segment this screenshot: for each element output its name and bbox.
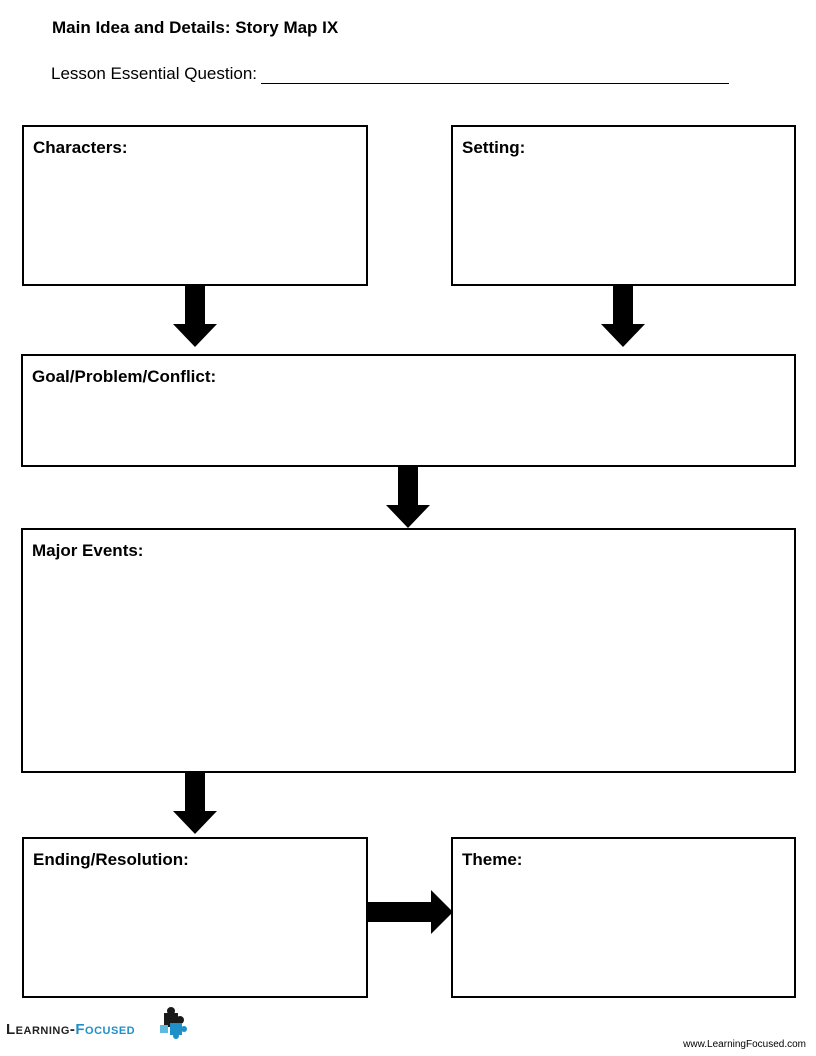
setting-label: Setting: <box>462 138 526 157</box>
down-arrow-icon <box>173 773 217 834</box>
logo-wordmark: Learning-Focused <box>6 1021 135 1038</box>
down-arrow-icon <box>601 286 645 347</box>
theme-box[interactable]: Theme: <box>451 837 796 998</box>
ending-resolution-label: Ending/Resolution: <box>33 850 189 869</box>
essential-question: Lesson Essential Question: <box>51 64 730 84</box>
puzzle-piece-icon <box>160 1007 187 1039</box>
major-events-box[interactable]: Major Events: <box>21 528 796 773</box>
logo-word-focused: Focused <box>75 1021 136 1038</box>
characters-box[interactable]: Characters: <box>22 125 368 286</box>
down-arrow-icon <box>173 286 217 347</box>
ending-resolution-box[interactable]: Ending/Resolution: <box>22 837 368 998</box>
right-arrow-icon <box>367 890 453 934</box>
essential-question-answer-line[interactable] <box>261 65 730 84</box>
setting-box[interactable]: Setting: <box>451 125 796 286</box>
essential-question-label: Lesson Essential Question: <box>51 64 258 83</box>
page-title: Main Idea and Details: Story Map IX <box>52 18 339 37</box>
learning-focused-logo: Learning-Focused <box>6 1005 196 1045</box>
characters-label: Characters: <box>33 138 128 157</box>
theme-label: Theme: <box>462 850 523 869</box>
goal-problem-conflict-box[interactable]: Goal/Problem/Conflict: <box>21 354 796 467</box>
major-events-label: Major Events: <box>32 541 144 560</box>
down-arrow-icon <box>386 467 430 528</box>
logo-dash: - <box>69 1021 76 1038</box>
logo-word-learning: Learning <box>6 1021 70 1038</box>
goal-problem-conflict-label: Goal/Problem/Conflict: <box>32 367 217 386</box>
footer-url[interactable]: www.LearningFocused.com <box>683 1039 806 1050</box>
